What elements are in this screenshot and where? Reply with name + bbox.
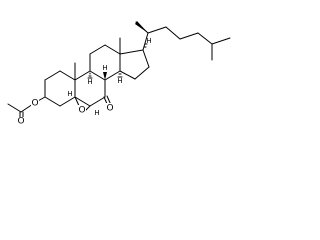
bond-c1-c10 — [59, 70, 76, 81]
hash-c17-h — [143, 43, 148, 48]
carbonyl-oxygen-label: O — [17, 117, 24, 127]
bond-c14-c15 — [119, 70, 136, 80]
epoxide-oxygen-label: O — [78, 106, 85, 116]
wedge-c20-c21 — [135, 21, 148, 33]
bond-c2-c1 — [44, 70, 61, 81]
h-c17-label: H — [146, 37, 151, 45]
bond-c24-c25 — [197, 32, 213, 45]
structure-svg: O O O O H H H H H H — [7, 21, 231, 127]
bond-c17-c13 — [119, 49, 144, 55]
bond-c20-c22 — [147, 26, 167, 34]
h-c8-label: H — [102, 64, 107, 72]
h-c14-label: H — [117, 77, 122, 85]
bond-c15-c16 — [134, 66, 150, 80]
ester-oxygen-label: O — [31, 99, 38, 109]
wedge-c8-h — [103, 72, 107, 80]
bond-c25-c26 — [211, 37, 231, 45]
bond-c10-c9 — [74, 70, 91, 81]
bond-c9-c8 — [89, 70, 106, 81]
ketone-oxygen-label: O — [106, 104, 113, 114]
bond-c6-c5 — [74, 96, 91, 107]
bond-c14-c8 — [104, 70, 121, 81]
bond-c23-c24 — [179, 32, 199, 40]
h-c5-label: H — [67, 90, 72, 98]
bond-c16-c17 — [142, 49, 150, 68]
bond-c7-c6 — [89, 96, 106, 107]
h-c9-label: H — [87, 78, 92, 86]
h-c6-label: H — [94, 109, 99, 117]
bond-c4-c3 — [44, 96, 61, 107]
bond-c11-c12 — [89, 44, 106, 55]
bond-c12-c13 — [104, 44, 121, 55]
bond-c22-c23 — [165, 26, 181, 40]
bond-c5-c4 — [59, 96, 76, 107]
molecule-diagram: O O O O H H H H H H — [0, 0, 240, 126]
hash-c14-h — [117, 73, 123, 78]
bond-acetyl-methyl — [7, 103, 22, 113]
hash-c9-h — [87, 72, 93, 79]
